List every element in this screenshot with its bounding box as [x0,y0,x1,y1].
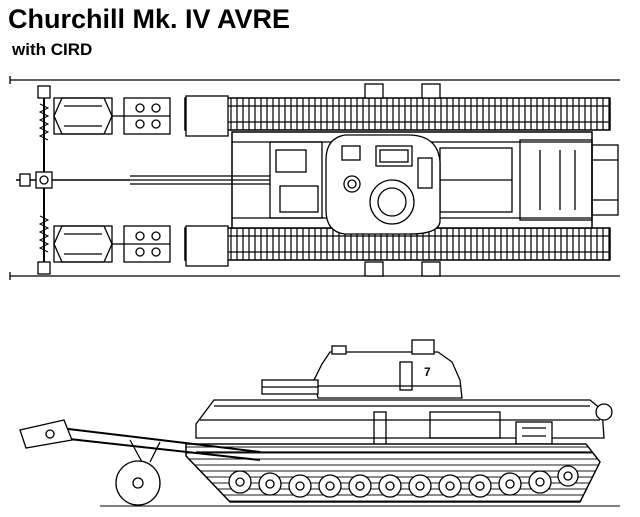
turret-number: 7 [424,365,431,379]
cird-roller-lower [53,225,171,263]
top-turret [325,134,441,235]
cird-front-axle [16,85,130,275]
side-hull [195,399,613,453]
side-view: 7 [19,339,620,507]
top-track-upper [184,97,611,131]
drawing-title: Churchill Mk. IV AVRE [8,4,291,34]
side-road-wheels [228,465,579,498]
cird-roller-upper [53,97,171,135]
side-turret [261,339,463,399]
top-view [9,76,620,280]
drawing-subtitle: with CIRD [12,40,93,59]
side-cird-arm [19,419,261,463]
side-cird-roller [115,460,161,506]
